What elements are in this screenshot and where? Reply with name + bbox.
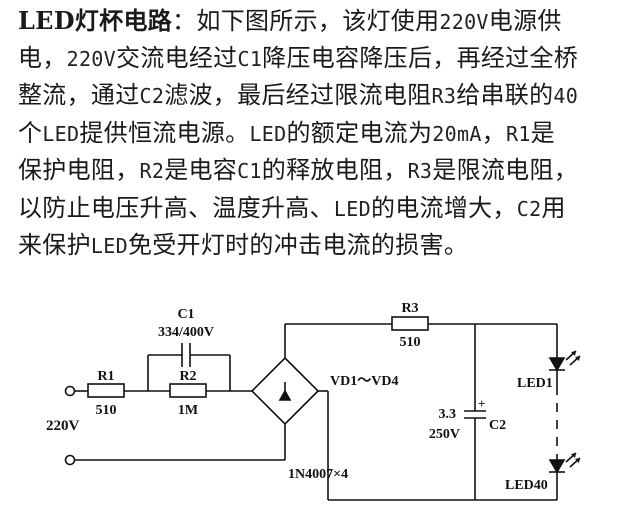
c2-name-label: C2 bbox=[489, 418, 506, 433]
input-voltage-label: 220V bbox=[46, 418, 80, 434]
led1-label: LED1 bbox=[517, 376, 553, 391]
text-segment: 220V bbox=[439, 10, 489, 34]
text-segment: 给串联的 bbox=[456, 81, 554, 109]
text-segment: ， bbox=[481, 118, 506, 147]
paragraph-line-6: 以防止电压升高、温度升高、LED的电流增大，C2用 bbox=[18, 190, 618, 228]
text-segment: 20mA bbox=[432, 121, 482, 146]
text-segment: 的电流增大， bbox=[370, 193, 517, 222]
led40-symbol bbox=[548, 459, 566, 474]
text-segment: R3 bbox=[407, 159, 433, 183]
text-segment: R1 bbox=[505, 121, 531, 146]
text-segment: 来保护 bbox=[18, 231, 91, 259]
description-paragraph: LED灯杯电路：如下图所示，该灯使用220V电源供 电，220V交流电经过C1降… bbox=[18, 2, 618, 265]
bridge-diode-triangle bbox=[278, 389, 292, 401]
arrowhead bbox=[571, 351, 576, 356]
paragraph-line-1: LED灯杯电路：如下图所示，该灯使用220V电源供 bbox=[18, 2, 618, 40]
input-terminal-bottom bbox=[64, 454, 76, 466]
text-segment: 是电容 bbox=[164, 156, 238, 184]
c1-name-label: C1 bbox=[177, 307, 194, 322]
text-segment: C1 bbox=[237, 46, 263, 71]
paragraph-title: LED灯杯电路 bbox=[18, 6, 173, 35]
c2-value-line2: 250V bbox=[429, 427, 460, 442]
c2-plus-label: + bbox=[478, 396, 485, 411]
arrowhead bbox=[575, 458, 580, 463]
text-segment: C1 bbox=[237, 159, 262, 183]
r3-value-label: 510 bbox=[400, 335, 421, 350]
text-segment: LED bbox=[42, 121, 80, 146]
c2-value-line1: 3.3 bbox=[439, 407, 457, 422]
resistor-r1 bbox=[87, 383, 125, 398]
text-segment: LED bbox=[90, 234, 128, 258]
text-segment: 220V bbox=[66, 46, 116, 71]
led40-label: LED40 bbox=[505, 478, 548, 493]
text-segment: 是 bbox=[530, 118, 555, 147]
text-segment: 滤波，最后经过限流电阻 bbox=[164, 81, 432, 109]
text-segment: 交流电经过 bbox=[115, 43, 238, 72]
paragraph-line-4: 个LED提供恒流电源。LED的额定电流为20mA，R1是 bbox=[18, 115, 618, 153]
text-segment: 的释放电阻， bbox=[261, 156, 408, 184]
text-segment: 用 bbox=[541, 193, 566, 222]
resistor-r2 bbox=[169, 383, 207, 398]
bridge-label: VD1～VD4 bbox=[330, 374, 398, 389]
text-segment: LED bbox=[249, 121, 287, 146]
c1-value-label: 334/400V bbox=[158, 325, 214, 340]
text-segment: 降压电容降压后，再经过全桥 bbox=[262, 43, 579, 72]
text-segment: 的额定电流为 bbox=[286, 118, 433, 147]
paragraph-line-2: 电，220V交流电经过C1降压电容降压后，再经过全桥 bbox=[18, 40, 618, 78]
paragraph-line-7: 来保护LED免受开灯时的冲击电流的损害。 bbox=[18, 227, 618, 265]
text-segment: 以防止电压升高、温度升高、 bbox=[18, 193, 334, 222]
text-segment: 个 bbox=[18, 118, 43, 147]
text-segment: R2 bbox=[139, 159, 165, 183]
text-segment: 整流，通过 bbox=[18, 81, 140, 109]
r2-value-label: 1M bbox=[178, 403, 198, 418]
text-segment: LED bbox=[333, 196, 371, 221]
input-terminal-top bbox=[64, 385, 76, 397]
text-segment: 提供恒流电源。 bbox=[79, 118, 250, 147]
text-segment: C2 bbox=[139, 84, 165, 108]
paragraph-line-3: 整流，通过C2滤波，最后经过限流电阻R3给串联的40 bbox=[18, 77, 618, 115]
r2-name-label: R2 bbox=[179, 369, 196, 384]
r3-name-label: R3 bbox=[401, 301, 418, 316]
text-segment: R3 bbox=[431, 84, 457, 108]
arrowhead bbox=[571, 453, 576, 458]
text-segment: 40 bbox=[553, 84, 579, 108]
bridge-part-label: 1N4007×4 bbox=[288, 467, 348, 482]
text-segment: 免受开灯时的冲击电流的损害。 bbox=[127, 231, 469, 259]
resistor-r3 bbox=[391, 316, 429, 331]
text-segment: 保护电阻， bbox=[18, 156, 140, 184]
led1-symbol bbox=[548, 357, 566, 372]
r1-name-label: R1 bbox=[97, 369, 114, 384]
text-segment: 电源供 bbox=[488, 7, 562, 35]
paragraph-line-5: 保护电阻，R2是电容C1的释放电阻，R3是限流电阻， bbox=[18, 152, 618, 190]
text-segment: 是限流电阻， bbox=[432, 156, 579, 184]
text-segment: C2 bbox=[516, 196, 542, 221]
r1-value-label: 510 bbox=[96, 403, 117, 418]
text-segment: ：如下图所示，该灯使用 bbox=[172, 7, 440, 35]
arrowhead bbox=[575, 356, 580, 361]
text-segment: 电， bbox=[18, 43, 67, 72]
